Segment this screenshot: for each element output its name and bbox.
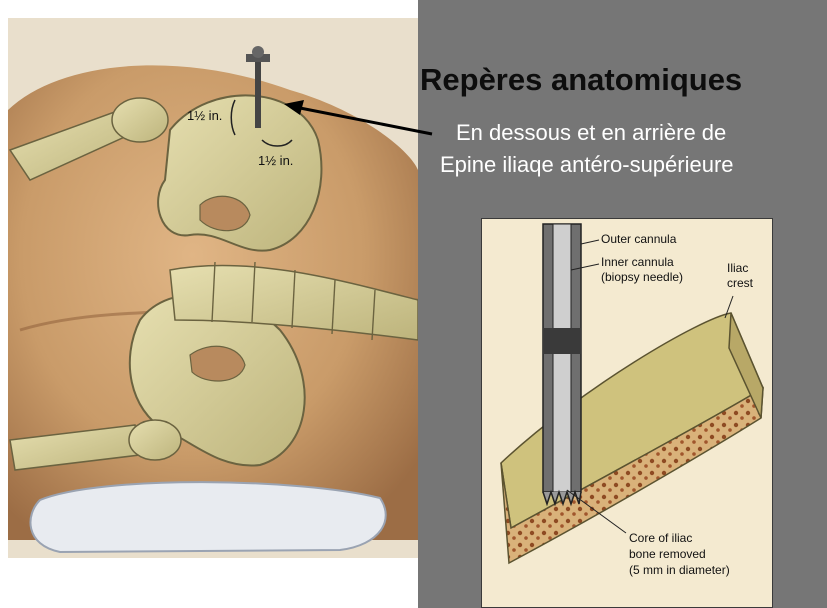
pelvis-illustration: 1½ in. 1½ in.	[0, 0, 420, 608]
label-core-2: bone removed	[629, 547, 706, 561]
label-core-1: Core of iliac	[629, 531, 692, 545]
label-inner-cannula-2: (biopsy needle)	[601, 270, 683, 284]
label-outer-cannula: Outer cannula	[601, 232, 677, 246]
measure-label-vertical: 1½ in.	[187, 108, 222, 123]
subtitle-line-2: Epine iliaqe antéro-supérieure	[440, 152, 734, 178]
label-iliac-2: crest	[727, 276, 754, 290]
cannula-icon	[543, 224, 581, 504]
pillow	[30, 482, 385, 552]
measure-label-horizontal: 1½ in.	[258, 153, 293, 168]
lower-femur-head	[129, 420, 181, 460]
label-inner-cannula-1: Inner cannula	[601, 255, 674, 269]
upper-femur-head	[112, 98, 168, 142]
label-core-3: (5 mm in diameter)	[629, 563, 730, 577]
label-iliac-1: Iliac	[727, 261, 748, 275]
subtitle-line-1: En dessous et en arrière de	[456, 120, 726, 146]
slide-title: Repères anatomiques	[420, 62, 825, 98]
biopsy-inset-illustration: Outer cannula Inner cannula (biopsy need…	[481, 218, 773, 608]
